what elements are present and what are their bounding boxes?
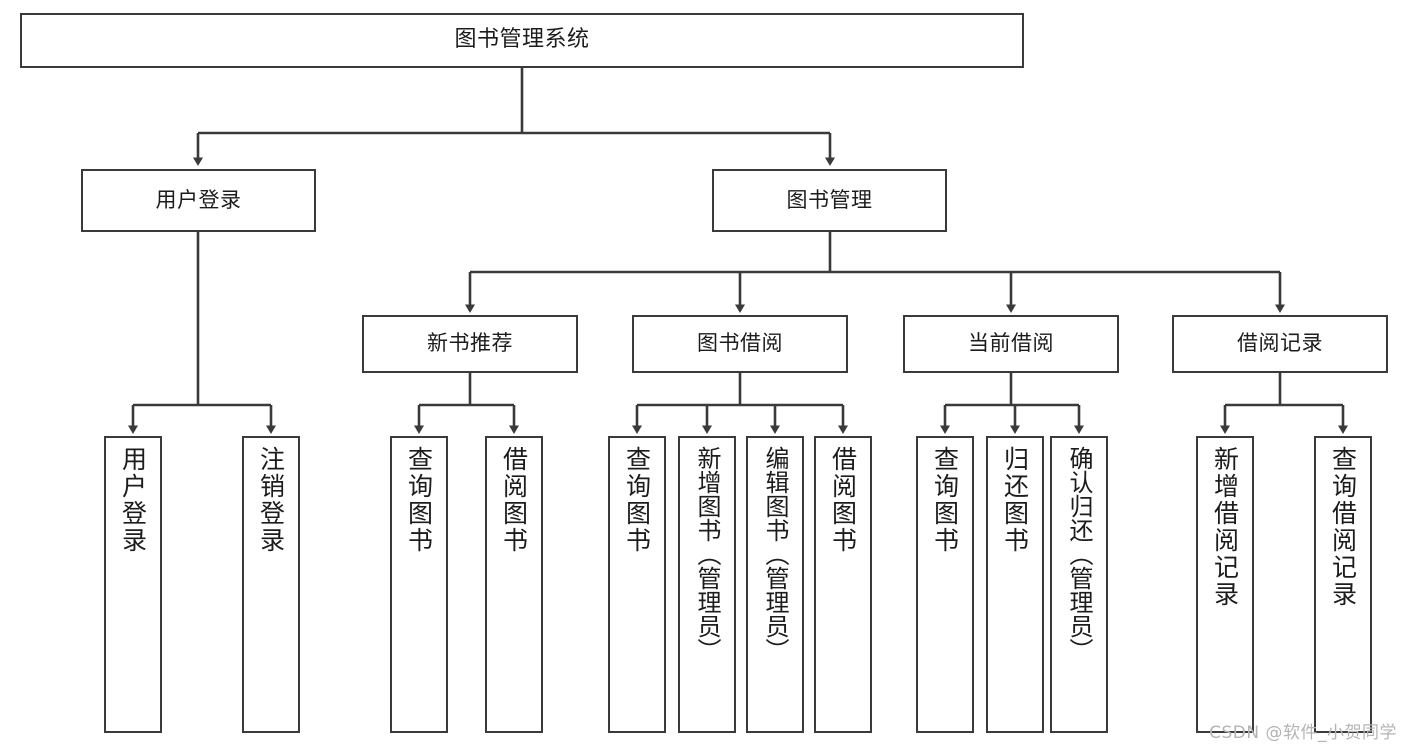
- node-label: 编辑图书（管理员）: [761, 446, 789, 662]
- node-label: 查询图书: [930, 446, 960, 554]
- node-label: 查询图书: [404, 446, 434, 554]
- leaf-book-borrow-query[interactable]: 查询图书: [608, 436, 666, 733]
- leaf-book-borrow-borrow[interactable]: 借阅图书: [814, 436, 872, 733]
- node-new-book-recommend[interactable]: 新书推荐: [362, 315, 578, 373]
- node-label: 图书借阅: [697, 331, 783, 356]
- node-book-borrow[interactable]: 图书借阅: [632, 315, 848, 373]
- node-user-login[interactable]: 用户登录: [81, 169, 316, 232]
- node-current-borrow[interactable]: 当前借阅: [903, 315, 1119, 373]
- leaf-book-borrow-add[interactable]: 新增图书（管理员）: [678, 436, 736, 733]
- node-label: 新书推荐: [427, 331, 513, 356]
- leaf-new-book-query[interactable]: 查询图书: [390, 436, 448, 733]
- node-label: 查询借阅记录: [1328, 446, 1358, 608]
- leaf-new-book-borrow[interactable]: 借阅图书: [485, 436, 543, 733]
- node-label: 归还图书: [1000, 446, 1030, 554]
- csdn-watermark: CSDN @软件_小贺同学: [1209, 723, 1397, 743]
- node-label: 借阅图书: [828, 446, 858, 554]
- node-label: 用户登录: [118, 446, 148, 554]
- node-root-system[interactable]: 图书管理系统: [20, 13, 1024, 68]
- node-label: 新增图书（管理员）: [693, 446, 721, 662]
- node-label: 借阅图书: [499, 446, 529, 554]
- node-borrow-record[interactable]: 借阅记录: [1172, 315, 1388, 373]
- node-label: 新增借阅记录: [1210, 446, 1240, 608]
- node-label: 当前借阅: [968, 331, 1054, 356]
- node-label: 注销登录: [256, 446, 286, 554]
- node-label: 确认归还（管理员）: [1065, 446, 1093, 662]
- leaf-current-borrow-confirm-return[interactable]: 确认归还（管理员）: [1050, 436, 1108, 733]
- node-label: 图书管理: [786, 187, 873, 212]
- leaf-borrow-record-query[interactable]: 查询借阅记录: [1314, 436, 1372, 733]
- leaf-user-login-logout[interactable]: 注销登录: [242, 436, 300, 733]
- node-label: 图书管理系统: [454, 27, 590, 53]
- leaf-current-borrow-query[interactable]: 查询图书: [916, 436, 974, 733]
- leaf-user-login-login[interactable]: 用户登录: [104, 436, 162, 733]
- node-book-management[interactable]: 图书管理: [712, 169, 947, 232]
- node-label: 借阅记录: [1237, 331, 1323, 356]
- leaf-current-borrow-return[interactable]: 归还图书: [986, 436, 1044, 733]
- leaf-borrow-record-add[interactable]: 新增借阅记录: [1196, 436, 1254, 733]
- node-label: 用户登录: [155, 187, 242, 212]
- node-label: 查询图书: [622, 446, 652, 554]
- leaf-book-borrow-edit[interactable]: 编辑图书（管理员）: [746, 436, 804, 733]
